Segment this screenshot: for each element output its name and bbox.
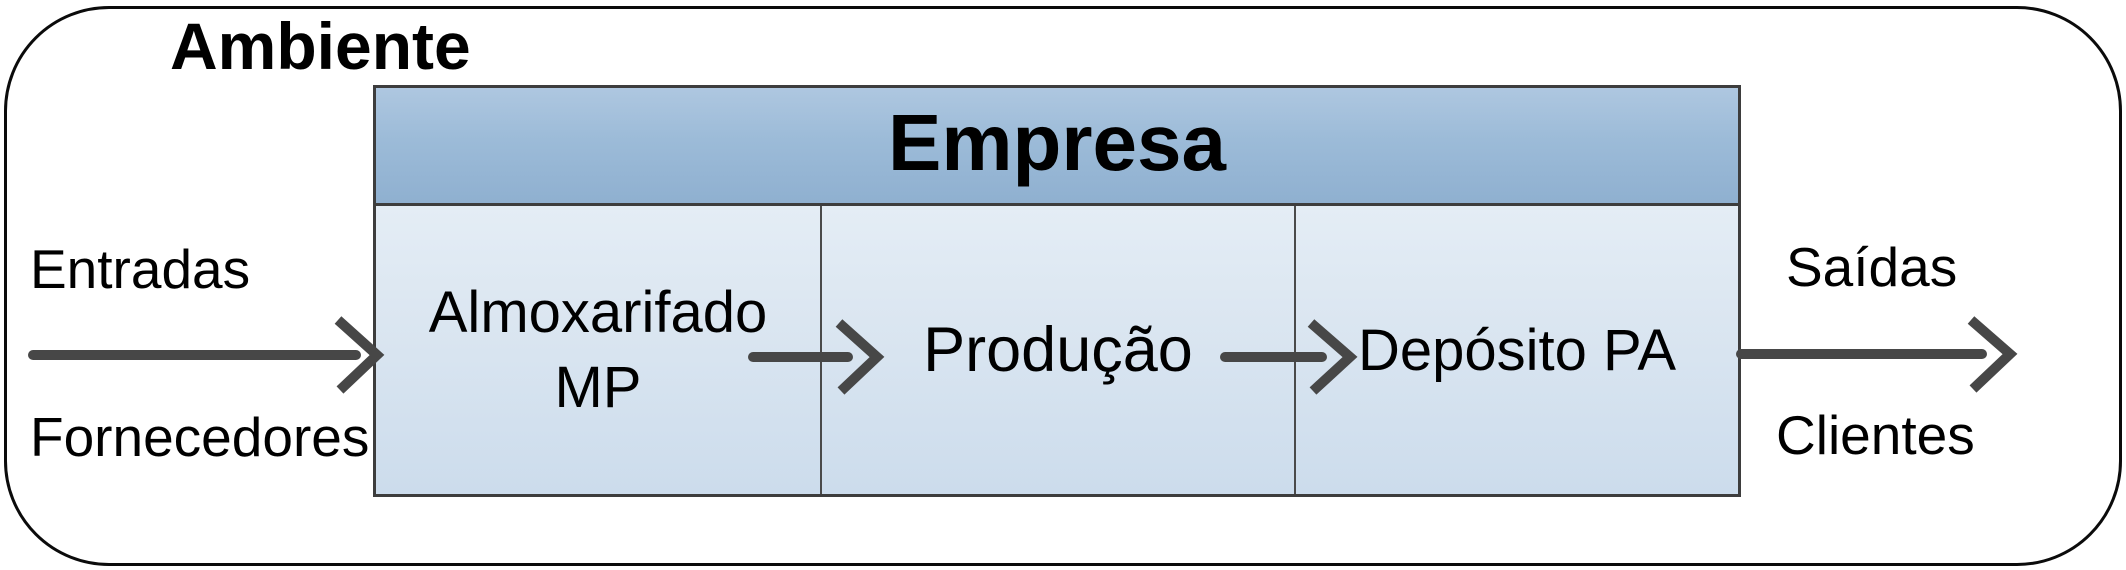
- customers-label: Clientes: [1776, 404, 1975, 466]
- environment-boundary: [4, 6, 2122, 566]
- company-box: Empresa Almoxarifado MP Produção Depósit…: [373, 85, 1741, 497]
- compartment-deposito-pa-label: Depósito PA: [1357, 317, 1677, 383]
- compartment-producao-label: Produção: [923, 314, 1193, 385]
- outputs-label: Saídas: [1786, 236, 1958, 298]
- compartment-deposito-pa: Depósito PA: [1294, 206, 1738, 494]
- company-title: Empresa: [888, 97, 1226, 187]
- compartment-producao: Produção: [820, 206, 1294, 494]
- inputs-label: Entradas: [30, 238, 251, 300]
- compartment-almoxarifado-mp: Almoxarifado MP: [376, 206, 820, 494]
- company-header: Empresa: [376, 88, 1738, 206]
- environment-title: Ambiente: [170, 9, 471, 83]
- company-compartments: Almoxarifado MP Produção Depósito PA: [376, 206, 1738, 494]
- compartment-almoxarifado-mp-label: Almoxarifado MP: [428, 280, 768, 420]
- suppliers-label: Fornecedores: [30, 406, 370, 468]
